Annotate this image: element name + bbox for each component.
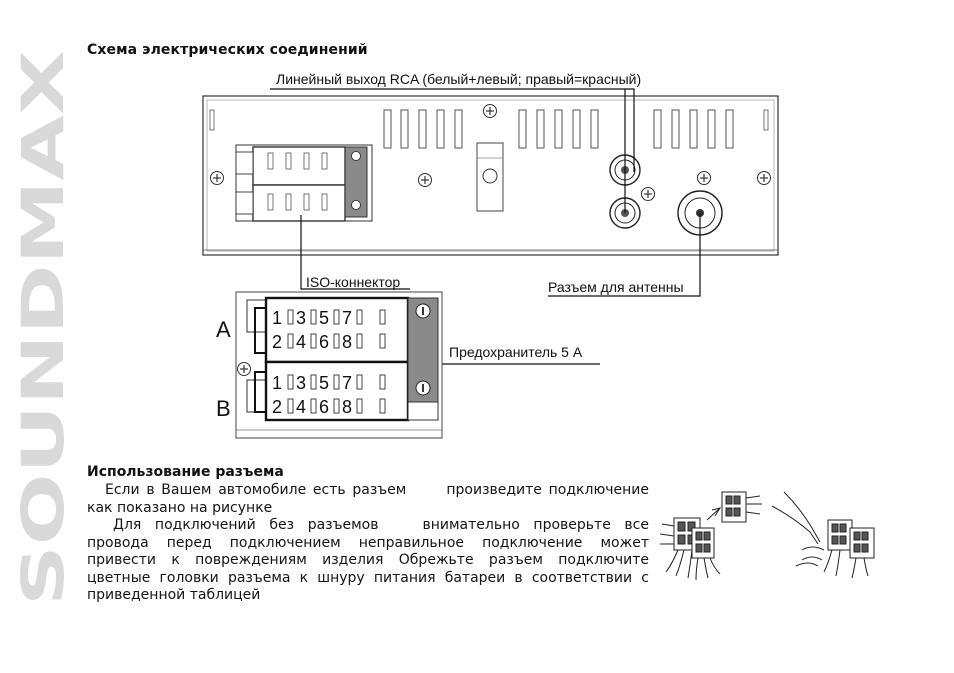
screw-icon [417,172,433,188]
pin-label: 2 [272,332,282,352]
usage-p2-part1: Для подключений без разъемов [113,517,379,533]
brand-logo: SOUNDMAX [20,50,66,606]
screw-icon [640,186,656,202]
screw-icon [756,170,772,186]
block-a-frame [264,296,410,364]
pin-label: 8 [342,397,352,417]
screw-icon [482,103,498,119]
pin-label: 5 [319,373,329,393]
block-b-label: B [216,396,231,421]
svg-text:SOUNDMAX: SOUNDMAX [20,50,66,606]
antenna-label: Разъем для антенны [548,279,684,295]
iso-label: ISO-коннектор [306,274,400,290]
iso-connector-large: 1 3 5 7 2 4 6 8 1 3 5 7 2 4 6 8 [235,291,443,439]
pin-label: 6 [319,397,329,417]
screw-icon [696,170,712,186]
block-a-label: A [216,317,231,342]
iso-connector-small [235,144,373,222]
usage-title: Использование разъема [87,464,284,480]
usage-p1-part1: Если в Вашем автомобиле есть разъем [105,482,407,498]
pin-label: 8 [342,332,352,352]
pin-label: 1 [272,373,282,393]
brand-logo-graphic: SOUNDMAX [20,50,66,606]
pin-label: 3 [296,308,306,328]
pin-label: 4 [296,397,306,417]
usage-p1-part2: произведите подключение как показано на … [87,482,649,516]
pin-label: 3 [296,373,306,393]
pin-label: 7 [342,308,352,328]
wiring-diagram-svg: Линейный выход RCA (белый+левый; правый=… [202,71,779,439]
fuse-label: Предохранитель 5 А [449,344,583,360]
connector-illustration-svg [659,491,875,581]
pin-label: 1 [272,308,282,328]
page-title: Схема электрических соединений [87,42,368,58]
rca-label: Линейный выход RCA (белый+левый; правый=… [276,71,641,87]
wiring-diagram: Линейный выход RCA (белый+левый; правый=… [202,71,779,439]
center-bracket [476,142,504,212]
pin-label: 6 [319,332,329,352]
screw-icon [209,170,225,186]
pin-label: 7 [342,373,352,393]
pin-label: 2 [272,397,282,417]
screw-icon [236,361,252,377]
connector-illustration [652,484,884,584]
pin-label: 4 [296,332,306,352]
usage-p2-part2: внимательно проверьте все провода перед … [87,517,649,603]
pin-label: 5 [319,308,329,328]
